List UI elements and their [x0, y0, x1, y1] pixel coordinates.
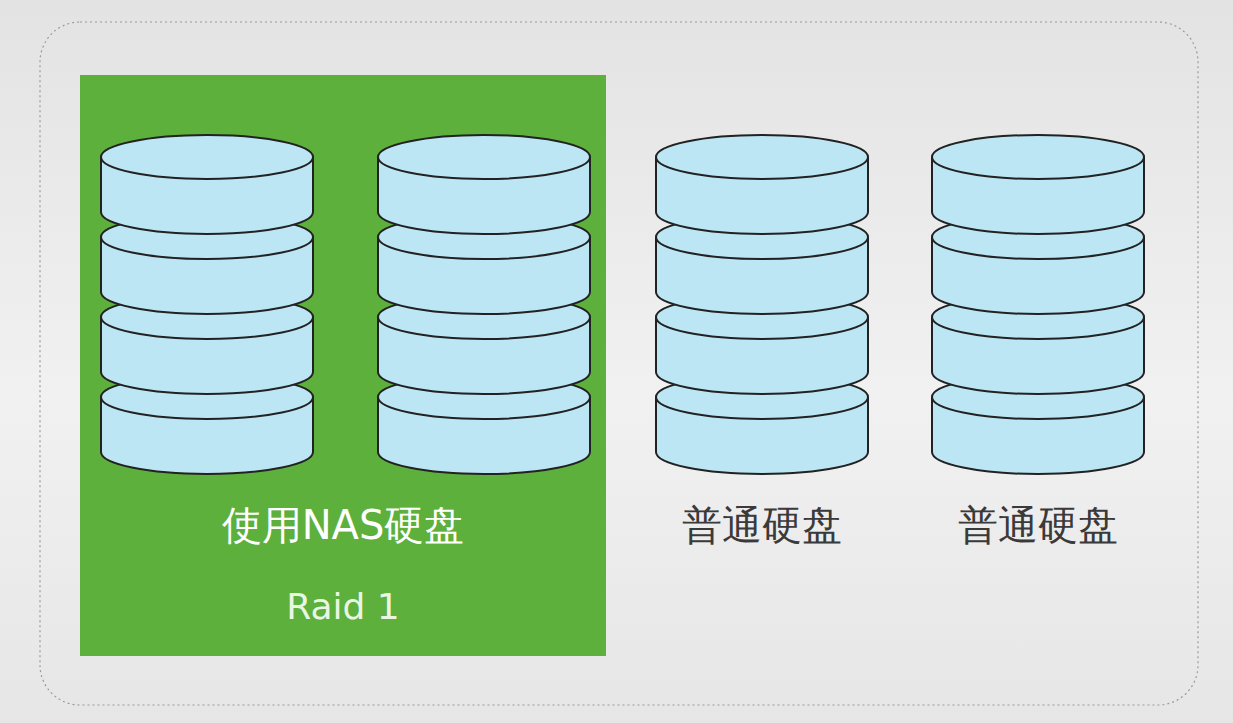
raid-group: 使用NAS硬盘 Raid 1 — [80, 75, 606, 656]
platter-side — [377, 237, 379, 292]
platter-side — [377, 397, 379, 452]
platter-side — [312, 317, 314, 372]
platter-side — [655, 397, 657, 452]
platter-side — [931, 317, 933, 372]
platter-top — [101, 135, 313, 179]
platter-side — [589, 157, 591, 212]
disk-stack-icon — [656, 135, 868, 474]
disk-label: 普通硬盘 — [650, 501, 874, 549]
platter-side — [655, 317, 657, 372]
raid-level: Raid 1 — [80, 585, 606, 628]
disk-stack: 普通硬盘 — [926, 100, 1150, 560]
disk-illustration — [650, 100, 874, 500]
disk-label: 普通硬盘 — [926, 501, 1150, 549]
platter-top — [656, 135, 868, 179]
platter-side — [589, 237, 591, 292]
disk-illustration — [80, 75, 606, 475]
platter-side — [589, 317, 591, 372]
platter-top — [378, 135, 590, 179]
platter-side — [377, 157, 379, 212]
disk-stack: 普通硬盘 — [650, 100, 874, 560]
platter-side — [1143, 157, 1145, 212]
disk-platter — [378, 135, 590, 234]
platter-side — [100, 317, 102, 372]
platter-top — [932, 135, 1144, 179]
platter-side — [312, 237, 314, 292]
disk-illustration — [926, 100, 1150, 500]
disk-label: 使用NAS硬盘 — [80, 501, 606, 549]
platter-side — [100, 157, 102, 212]
platter-side — [867, 397, 869, 452]
platter-side — [312, 397, 314, 452]
disk-stack-icon — [101, 135, 313, 474]
platter-side — [655, 237, 657, 292]
platter-side — [931, 397, 933, 452]
platter-side — [931, 157, 933, 212]
platter-side — [655, 157, 657, 212]
platter-side — [1143, 317, 1145, 372]
platter-side — [867, 317, 869, 372]
platter-side — [867, 157, 869, 212]
platter-side — [589, 397, 591, 452]
platter-side — [1143, 397, 1145, 452]
platter-side — [867, 237, 869, 292]
disk-stack-icon — [378, 135, 590, 474]
platter-side — [100, 397, 102, 452]
platter-side — [377, 317, 379, 372]
disk-platter — [101, 135, 313, 234]
disk-stack-icon — [932, 135, 1144, 474]
disk-platter — [656, 135, 868, 234]
dashed-frame — [40, 22, 1198, 705]
platter-side — [100, 237, 102, 292]
disk-platter — [932, 135, 1144, 234]
platter-side — [1143, 237, 1145, 292]
platter-side — [312, 157, 314, 212]
platter-side — [931, 237, 933, 292]
